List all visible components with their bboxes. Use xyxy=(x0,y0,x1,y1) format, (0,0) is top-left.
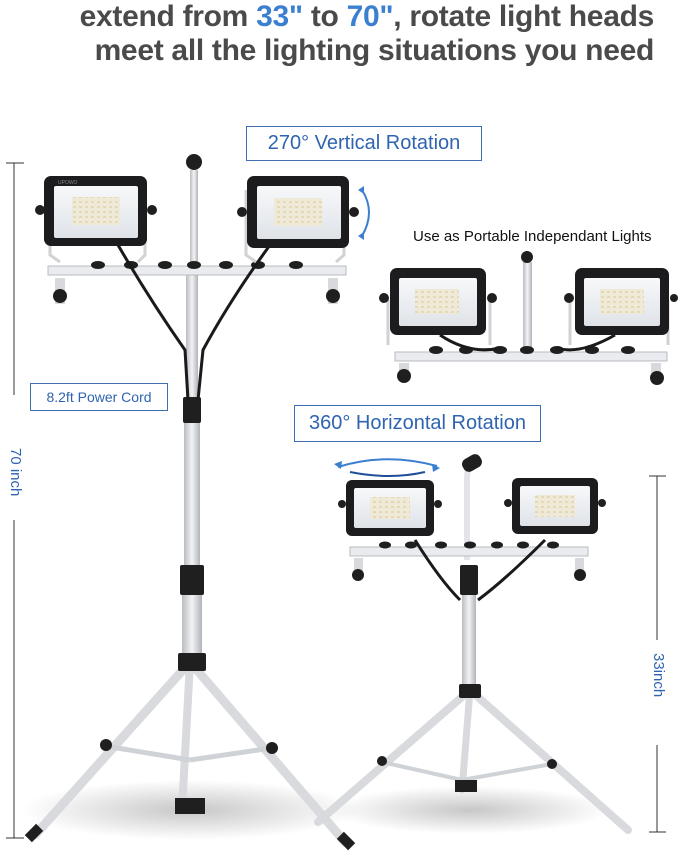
vertical-rotation-callout: 270° Vertical Rotation xyxy=(246,126,482,161)
headline-line-1: extend from 33" to 70", rotate light hea… xyxy=(0,0,655,34)
tall-tripod-stand: UPOWO xyxy=(20,154,370,851)
height-label-70: 70 inch xyxy=(7,448,24,497)
floodlight-right-tall xyxy=(237,176,359,264)
height-dimension-33 xyxy=(649,475,666,833)
headline-suffix: , rotate light heads xyxy=(393,0,654,33)
portable-light-set xyxy=(379,251,678,385)
headline-line-2: meet all the lighting situations you nee… xyxy=(94,34,655,67)
headline-min-height: 33" xyxy=(256,0,303,33)
headline-prefix: extend from xyxy=(79,0,257,33)
height-dimension-70 xyxy=(6,162,24,839)
headline-mid: to xyxy=(302,0,347,33)
floodlight-left-tall: UPOWO xyxy=(35,176,157,264)
brand-mark: UPOWO xyxy=(58,180,78,186)
height-label-33: 33inch xyxy=(650,653,667,698)
portable-lights-caption: Use as Portable Independant Lights xyxy=(413,228,652,245)
short-tripod-stand xyxy=(314,454,632,834)
power-cord-callout: 8.2ft Power Cord xyxy=(30,383,168,411)
horizontal-rotation-callout: 360° Horizontal Rotation xyxy=(294,405,541,442)
headline-max-height: 70" xyxy=(346,0,394,33)
